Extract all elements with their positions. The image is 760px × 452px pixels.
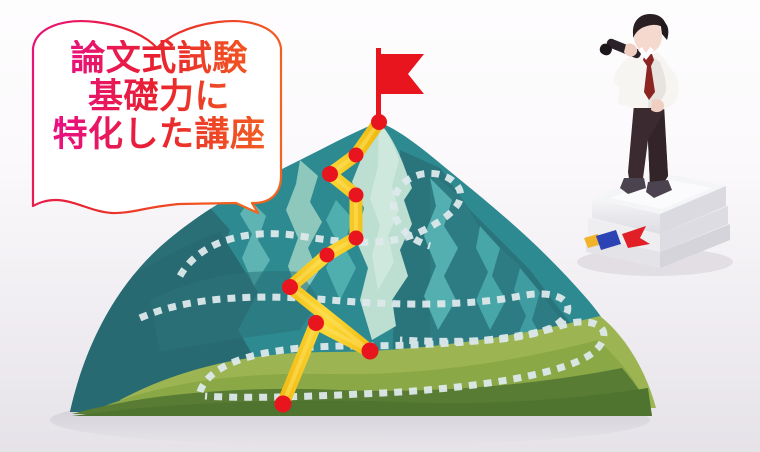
summit-flag: [376, 48, 424, 124]
trail-marker-step-5: [348, 230, 364, 246]
bookmark-blue: [596, 230, 621, 250]
summit-trail: [276, 115, 386, 411]
trail-marker-step-7: [322, 166, 338, 182]
bookmark-red: [622, 226, 650, 248]
hair-side: [660, 20, 669, 40]
contour-line-upper: [176, 169, 464, 278]
trail-marker-step-8: [348, 147, 364, 163]
flag-banner: [381, 54, 424, 94]
trail-marker-step-2: [361, 342, 379, 360]
foothill-base-green: [72, 388, 652, 416]
shoe-right: [646, 180, 672, 198]
hand-left: [624, 43, 638, 57]
trail-marker-start: [274, 395, 292, 413]
book-bottom-side-right: [660, 224, 730, 268]
mountain-group: [70, 48, 656, 416]
businessman-with-telescope: [599, 14, 679, 198]
book-top-side: [592, 198, 660, 234]
trail-marker-step-4: [319, 247, 335, 263]
contour-line-middle: [138, 290, 572, 345]
necktie: [643, 54, 655, 100]
trail-marker-step-1: [308, 315, 324, 331]
lower-left-teal-band: [150, 271, 320, 352]
book-middle-side-right: [660, 206, 728, 252]
left-snow-ridge-2: [240, 200, 270, 286]
right-glacier-tongue: [424, 178, 458, 330]
trouser-shadow: [648, 112, 668, 186]
hand-right: [651, 99, 664, 113]
trail-visible-highlight: [281, 120, 381, 406]
shirt-shade: [648, 56, 668, 108]
hair: [632, 14, 668, 38]
trail-marker-step-3: [282, 279, 298, 295]
arm-right-on-hip: [654, 66, 679, 110]
arm-left-holding-telescope: [613, 54, 640, 87]
trail-markers: [274, 114, 387, 413]
speech-bubble: [31, 20, 283, 215]
book-top-side-right: [660, 186, 726, 234]
shirt-collar: [638, 47, 654, 60]
shoe-left: [620, 178, 646, 194]
contour-dashed-lines: [138, 169, 608, 401]
trail-marker-step-6: [348, 187, 364, 203]
flag-pole: [376, 48, 381, 124]
summit-snow-highlight: [370, 122, 399, 290]
